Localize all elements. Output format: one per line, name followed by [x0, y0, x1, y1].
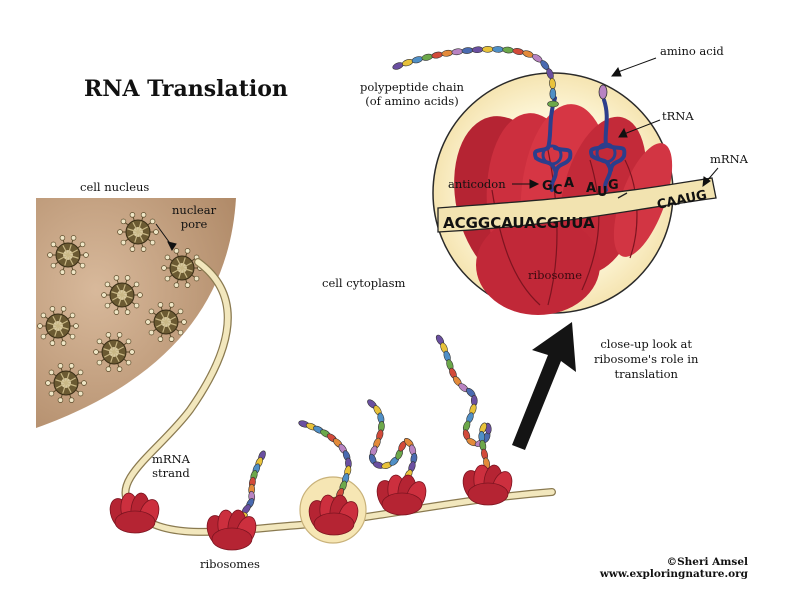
anticodon-right: AUG — [586, 178, 619, 200]
label-ribosomes: ribosomes — [200, 557, 260, 571]
ribosome — [435, 334, 513, 506]
ribosome — [206, 450, 266, 551]
nuclear-pore — [47, 235, 89, 275]
nuclear-pore — [93, 332, 135, 372]
label-cell-cytoplasm: cell cytoplasm — [322, 276, 406, 290]
label-closeup: close-up look at ribosome's role in tran… — [594, 337, 699, 381]
label-anticodon: anticodon — [448, 177, 506, 191]
credit: ©Sheri Amsel www.exploringnature.org — [599, 556, 748, 580]
label-polypeptide-chain: polypeptide chain (of amino acids) — [360, 80, 464, 108]
nuclear-pores — [37, 212, 203, 403]
trna-right — [589, 98, 627, 192]
nuclear-pore — [117, 212, 159, 252]
mrna-sequence-main: ACGGCAUACGUUA — [443, 214, 595, 232]
nuclear-pore — [45, 363, 87, 403]
nuclear-pore — [145, 302, 187, 342]
amino-acid-bead — [598, 84, 608, 100]
ribosome — [109, 492, 160, 534]
label-cell-nucleus: cell nucleus — [80, 180, 150, 194]
nuclear-pore — [101, 275, 143, 315]
polypeptide-chain — [392, 46, 559, 108]
label-amino-acid: amino acid — [660, 44, 724, 58]
label-trna: tRNA — [662, 109, 694, 123]
nuclear-pore — [37, 306, 79, 346]
mrna-band — [437, 177, 717, 233]
ribosome — [367, 399, 427, 516]
closeup-arrow — [512, 322, 576, 450]
page-title: RNA Translation — [84, 76, 288, 102]
label-ribosome: ribosome — [528, 268, 582, 282]
label-mrna-strand: mRNA strand — [152, 452, 190, 480]
ribosome-group — [109, 334, 513, 551]
label-nuclear-pore: nuclear pore — [172, 203, 217, 231]
ribosome — [298, 420, 359, 536]
nuclear-pore — [161, 248, 203, 288]
label-mrna: mRNA — [710, 152, 748, 166]
trna-left — [533, 96, 573, 192]
label-pointers — [155, 57, 719, 251]
anticodon-left: GCA — [542, 176, 574, 198]
